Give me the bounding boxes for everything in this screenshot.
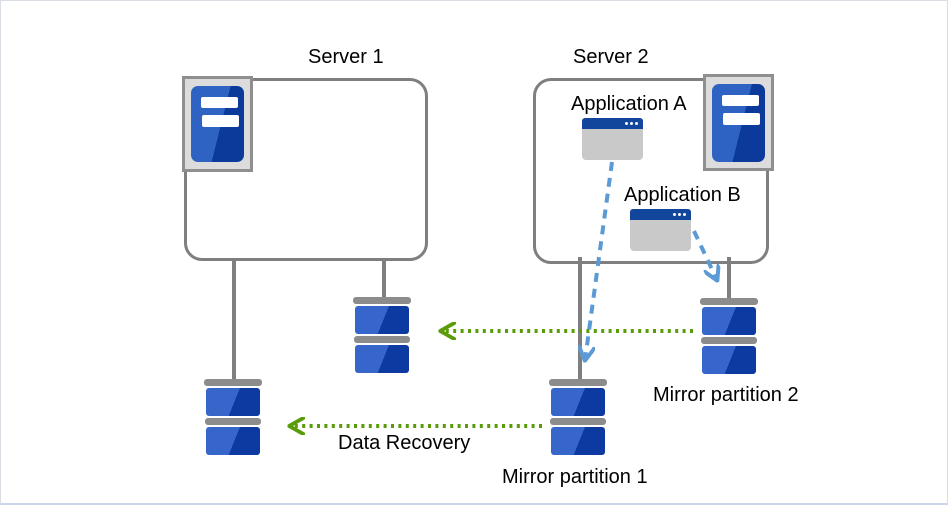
server-1-label: Server 1 (308, 46, 384, 68)
app-titlebar-icon (630, 209, 691, 220)
tower-slot-icon (723, 113, 760, 125)
application-a-label: Application A (571, 93, 687, 115)
mirror-partition-2-label: Mirror partition 2 (653, 384, 799, 406)
application-a-window-icon (582, 118, 643, 160)
app-window-dots-icon (625, 122, 638, 125)
tower-slot-icon (202, 115, 239, 127)
application-b-label: Application B (624, 184, 741, 206)
server-1-mirror-disk-icon (353, 297, 411, 373)
server-tower-icon (712, 84, 765, 162)
server-2-box (533, 78, 769, 264)
data-recovery-label: Data Recovery (338, 432, 471, 454)
mirror-partition-1-disk-icon (549, 379, 607, 455)
server-tower-icon (191, 86, 244, 162)
mirror-partition-2-disk-icon (700, 298, 758, 374)
server-1-disk-icon (204, 379, 262, 455)
server-1-tower-icon (182, 76, 253, 172)
server-2-tower-icon (703, 74, 774, 171)
app-window-body (630, 220, 691, 251)
app-window-dots-icon (673, 213, 686, 216)
app-window-body (582, 129, 643, 160)
app-titlebar-icon (582, 118, 643, 129)
application-b-window-icon (630, 209, 691, 251)
tower-slot-icon (201, 97, 238, 108)
mirror-partition-1-label: Mirror partition 1 (502, 466, 648, 488)
server-2-label: Server 2 (573, 46, 649, 68)
tower-slot-icon (722, 95, 759, 106)
